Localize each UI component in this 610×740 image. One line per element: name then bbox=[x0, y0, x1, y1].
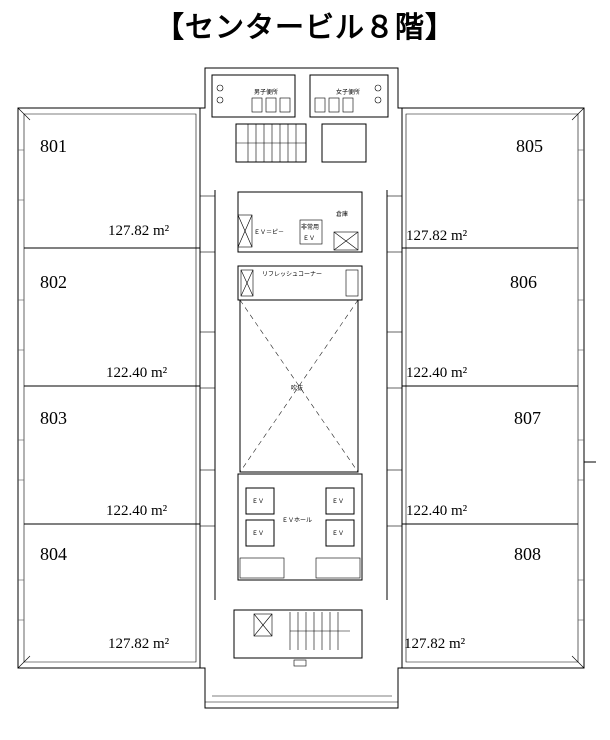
east-wing bbox=[401, 107, 596, 669]
room-number: 806 bbox=[510, 272, 537, 292]
room-801: 801 127.82 m² bbox=[40, 136, 170, 239]
room-number: 801 bbox=[40, 136, 67, 156]
ev-label: ＥＶ bbox=[332, 498, 344, 505]
ev-machine-label: ＥＶ＝ピ－ bbox=[254, 229, 284, 236]
room-808: 808 127.82 m² bbox=[404, 544, 541, 652]
room-number: 802 bbox=[40, 272, 67, 292]
ev-label: ＥＶ bbox=[332, 530, 344, 537]
room-802: 802 122.40 m² bbox=[40, 272, 168, 381]
refresh-corner-label: リフレッシュコーナー bbox=[262, 271, 322, 278]
room-805: 805 127.82 m² bbox=[406, 136, 543, 244]
storage-label: 倉庫 bbox=[336, 210, 348, 218]
room-803: 803 122.40 m² bbox=[40, 408, 168, 519]
room-number: 808 bbox=[514, 544, 541, 564]
room-number: 804 bbox=[40, 544, 67, 564]
room-area: 127.82 m² bbox=[404, 636, 466, 652]
void-label: 吹抜 bbox=[291, 384, 303, 392]
room-area: 122.40 m² bbox=[406, 365, 468, 381]
room-area: 122.40 m² bbox=[406, 503, 468, 519]
ev-label: ＥＶ bbox=[252, 530, 264, 537]
mens-toilet-label: 男子便所 bbox=[254, 88, 278, 96]
room-area: 122.40 m² bbox=[106, 503, 168, 519]
nonpublic-label: 非常用 bbox=[301, 223, 319, 231]
room-area: 127.82 m² bbox=[406, 228, 468, 244]
page-title: 【センタービル８階】 bbox=[154, 10, 455, 44]
room-804: 804 127.82 m² bbox=[40, 544, 170, 652]
ev-label: ＥＶ bbox=[303, 235, 315, 242]
ev-hall-label: ＥＶホール bbox=[282, 517, 312, 524]
room-806: 806 122.40 m² bbox=[406, 272, 537, 381]
womens-toilet-label: 女子便所 bbox=[336, 88, 360, 96]
room-number: 807 bbox=[514, 408, 541, 428]
west-wing bbox=[17, 107, 201, 669]
room-number: 803 bbox=[40, 408, 67, 428]
room-area: 127.82 m² bbox=[108, 223, 170, 239]
room-807: 807 122.40 m² bbox=[406, 408, 541, 519]
central-core bbox=[199, 67, 403, 709]
room-area: 122.40 m² bbox=[106, 365, 168, 381]
room-area: 127.82 m² bbox=[108, 636, 170, 652]
room-number: 805 bbox=[516, 136, 543, 156]
ev-label: ＥＶ bbox=[252, 498, 264, 505]
